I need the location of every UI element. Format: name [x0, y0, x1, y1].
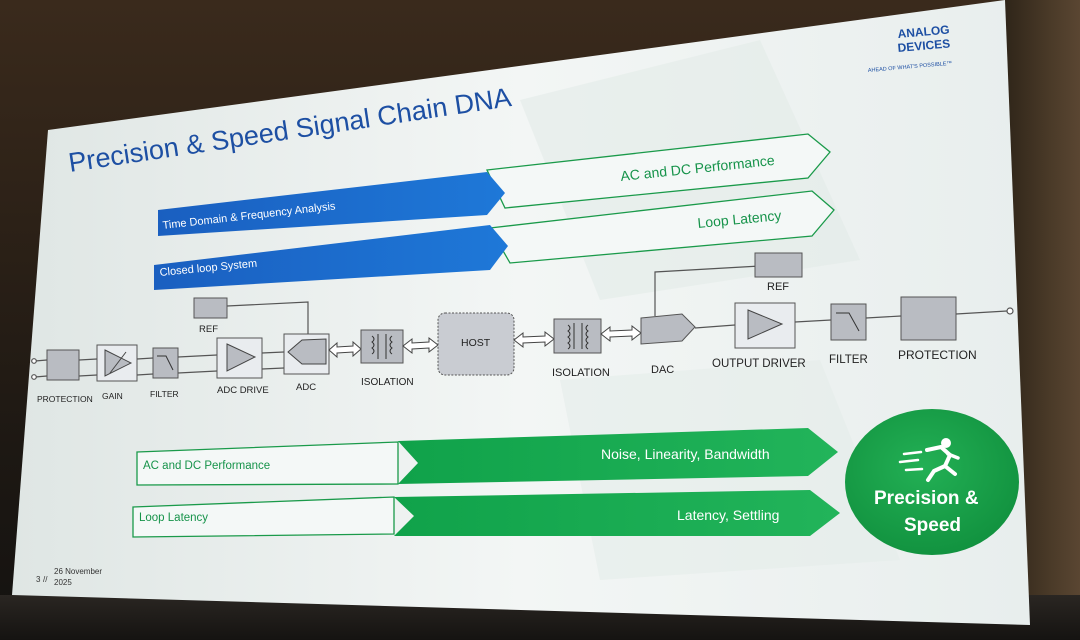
- label-isolation-right: ISOLATION: [552, 367, 610, 379]
- badge-line1: Precision &: [874, 488, 979, 509]
- bottom-arrow-1-left-label: AC and DC Performance: [143, 460, 270, 472]
- label-filter-right: FILTER: [829, 354, 868, 366]
- bottom-arrow-1-right-label: Noise, Linearity, Bandwidth: [601, 446, 770, 462]
- dac-block: [640, 313, 696, 345]
- bottom-arrow-2-right-label: Latency, Settling: [677, 507, 779, 523]
- top-arrow-1: Time Domain & Frequency Analysis AC and …: [158, 133, 831, 236]
- slide-footer: 3 // 26 November 2025: [36, 567, 102, 587]
- filter-block-left: [152, 347, 179, 379]
- isolation-block-left: [360, 329, 404, 364]
- precision-speed-badge: Precision & Speed: [845, 409, 1019, 555]
- host-label: HOST: [461, 337, 491, 349]
- badge-line2: Speed: [904, 515, 961, 536]
- footer-page-number: 3: [36, 575, 41, 584]
- label-protection-left: PROTECTION: [37, 394, 93, 404]
- signal-chain-left: [31, 301, 309, 380]
- chain-labels: PROTECTION GAIN FILTER ADC DRIVE ADC ISO…: [37, 348, 977, 404]
- isolation-block-right: [553, 318, 602, 354]
- footer-date-line1: 26 November: [54, 567, 102, 576]
- ref-block-right: [754, 252, 803, 278]
- label-isolation-left: ISOLATION: [361, 377, 414, 388]
- label-output-driver: OUTPUT DRIVER: [712, 358, 806, 370]
- filter-block-right: [830, 303, 867, 341]
- ref-label-right: REF: [767, 281, 789, 293]
- label-protection-right: PROTECTION: [898, 348, 977, 362]
- label-dac: DAC: [651, 364, 674, 376]
- ref-block-left: [193, 297, 228, 319]
- footer-date-line2: 2025: [54, 578, 72, 587]
- bottom-arrow-2: Loop Latency Latency, Settling: [132, 490, 840, 538]
- adc-drive-block: [216, 337, 263, 379]
- logo-text-line1: ANALOG: [897, 23, 950, 41]
- host-block: HOST: [437, 312, 515, 376]
- output-driver-block: [734, 302, 796, 349]
- gain-amplifier-block: [96, 344, 138, 382]
- ref-label-left: REF: [199, 324, 218, 335]
- adc-block: [283, 333, 330, 375]
- label-filter-left: FILTER: [150, 389, 179, 399]
- top-arrow-2: Closed loop System Loop Latency: [154, 190, 835, 290]
- running-person-icon: [898, 438, 960, 482]
- bottom-arrow-1: AC and DC Performance Noise, Linearity, …: [136, 428, 838, 486]
- protection-block-left: [46, 349, 80, 381]
- label-adc: ADC: [296, 382, 316, 393]
- label-gain: GAIN: [102, 391, 123, 401]
- protection-block-right: [900, 296, 957, 341]
- bottom-arrow-2-left-label: Loop Latency: [139, 512, 208, 524]
- svg-text://: //: [43, 575, 48, 584]
- logo-text-line2: DEVICES: [897, 36, 951, 55]
- label-adc-drive: ADC DRIVE: [217, 385, 269, 396]
- signal-chain-right: [654, 265, 1014, 329]
